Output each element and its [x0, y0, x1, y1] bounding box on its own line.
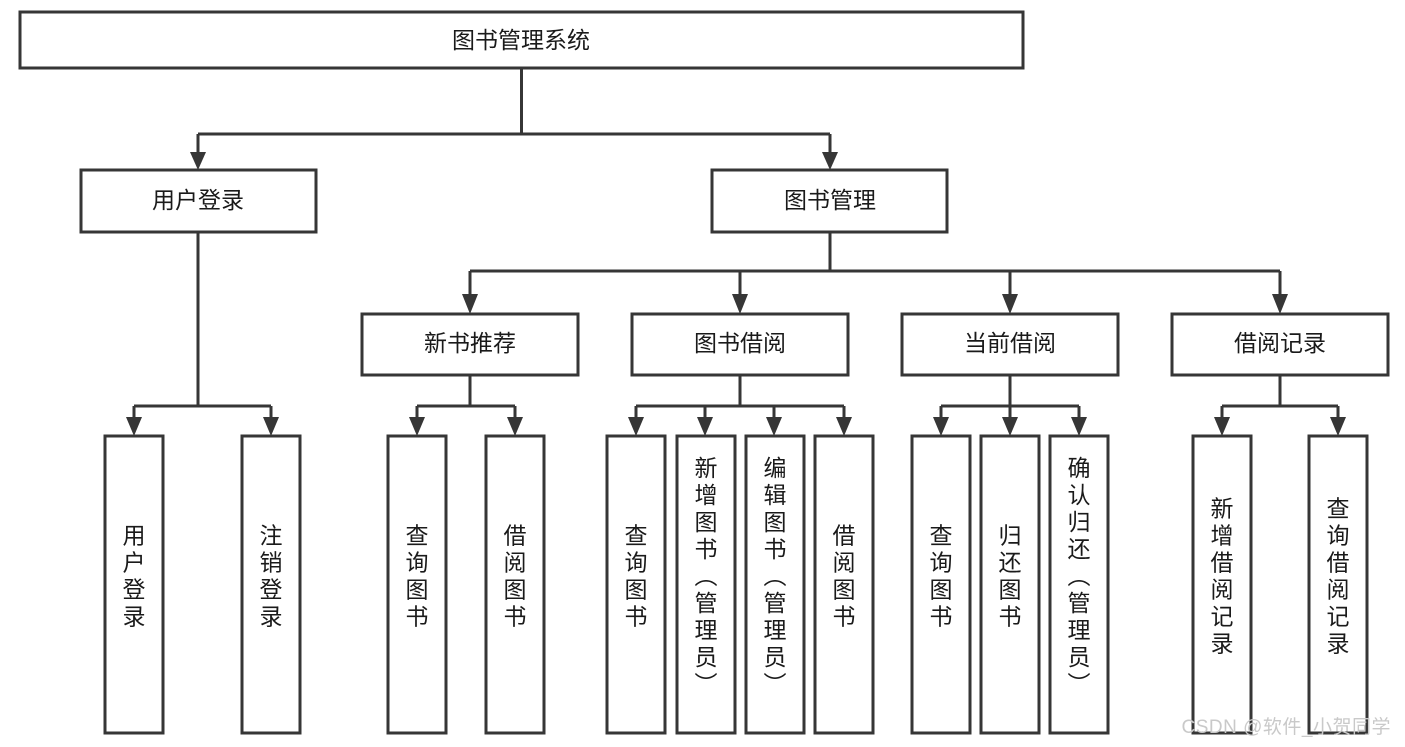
node-user-login[interactable]: 用户登录 — [79, 168, 318, 234]
node-leaf-edit-book[interactable]: 编辑图书︵管理员︶ — [744, 434, 806, 735]
arrow-head-user-login — [190, 152, 206, 170]
node-book-mgmt-label: 图书管理 — [784, 187, 876, 213]
node-leaf-logout[interactable]: 注销登录 — [240, 434, 302, 735]
node-leaf-borrow-book-1-box[interactable] — [484, 434, 546, 735]
node-leaf-confirm-return-label: 确认归还︵管理员︶ — [1068, 455, 1091, 697]
arrow-head-book-borrow — [732, 294, 748, 314]
arrow-head-borrow-record — [1272, 294, 1288, 314]
node-leaf-borrow-book-1-label: 借阅图书 — [504, 523, 527, 630]
node-leaf-query-book-2-label: 查询图书 — [625, 523, 648, 630]
node-leaf-add-book-box[interactable] — [675, 434, 737, 735]
arrow-head-leaf-edit-book — [766, 417, 782, 436]
node-leaf-edit-book-box[interactable] — [744, 434, 806, 735]
node-leaf-borrow-book-1[interactable]: 借阅图书 — [484, 434, 546, 735]
arrow-head-leaf-query-book-2 — [628, 417, 644, 436]
node-borrow-record-box[interactable] — [1170, 312, 1390, 377]
arrow-head-book-mgmt — [822, 152, 838, 170]
arrow-head-leaf-logout — [263, 417, 279, 436]
node-leaf-user-login[interactable]: 用户登录 — [103, 434, 165, 735]
node-leaf-borrow-book-2-label: 借阅图书 — [833, 523, 856, 630]
arrow-head-leaf-confirm-return — [1071, 417, 1087, 436]
node-borrow-record[interactable]: 借阅记录 — [1170, 312, 1390, 377]
arrow-head-leaf-query-record — [1330, 417, 1346, 436]
node-leaf-query-record[interactable]: 查询借阅记录 — [1307, 434, 1369, 735]
node-book-mgmt[interactable]: 图书管理 — [710, 168, 949, 234]
node-leaf-query-book-3-label: 查询图书 — [930, 523, 953, 630]
node-book-borrow-box[interactable] — [630, 312, 850, 377]
node-leaf-add-book[interactable]: 新增图书︵管理员︶ — [675, 434, 737, 735]
arrow-head-new-book-rec — [462, 294, 478, 314]
node-leaf-query-record-label: 查询借阅记录 — [1327, 496, 1350, 657]
node-leaf-add-record-box[interactable] — [1191, 434, 1253, 735]
arrow-head-leaf-query-book-1 — [409, 417, 425, 436]
node-user-login-label: 用户登录 — [152, 187, 244, 213]
node-leaf-logout-box[interactable] — [240, 434, 302, 735]
node-user-login-box[interactable] — [79, 168, 318, 234]
node-current-borrow-label: 当前借阅 — [964, 330, 1056, 356]
node-book-borrow[interactable]: 图书借阅 — [630, 312, 850, 377]
node-leaf-query-book-1[interactable]: 查询图书 — [386, 434, 448, 735]
arrow-head-leaf-user-login — [126, 417, 142, 436]
connectors — [126, 68, 1346, 436]
arrow-head-leaf-return-book — [1002, 417, 1018, 436]
arrow-head-leaf-add-record — [1214, 417, 1230, 436]
node-book-mgmt-box[interactable] — [710, 168, 949, 234]
arrow-head-leaf-add-book — [697, 417, 713, 436]
arrow-head-leaf-query-book-3 — [933, 417, 949, 436]
node-leaf-confirm-return[interactable]: 确认归还︵管理员︶ — [1048, 434, 1110, 735]
node-leaf-add-book-label: 新增图书︵管理员︶ — [695, 455, 718, 697]
node-leaf-add-record[interactable]: 新增借阅记录 — [1191, 434, 1253, 735]
node-leaf-edit-book-label: 编辑图书︵管理员︶ — [764, 455, 787, 697]
node-new-book-rec-box[interactable] — [360, 312, 580, 377]
node-leaf-borrow-book-2-box[interactable] — [813, 434, 875, 735]
node-leaf-user-login-label: 用户登录 — [123, 523, 146, 630]
arrow-head-current-borrow — [1002, 294, 1018, 314]
node-current-borrow[interactable]: 当前借阅 — [900, 312, 1120, 377]
node-leaf-query-record-box[interactable] — [1307, 434, 1369, 735]
node-current-borrow-box[interactable] — [900, 312, 1120, 377]
node-leaf-return-book[interactable]: 归还图书 — [979, 434, 1041, 735]
node-leaf-logout-label: 注销登录 — [260, 523, 283, 630]
arrow-head-leaf-borrow-book-2 — [836, 417, 852, 436]
node-leaf-query-book-2-box[interactable] — [605, 434, 667, 735]
arrow-head-leaf-borrow-book-1 — [507, 417, 523, 436]
node-leaf-add-record-label: 新增借阅记录 — [1211, 496, 1234, 657]
node-book-borrow-label: 图书借阅 — [694, 330, 786, 356]
node-root[interactable]: 图书管理系统 — [18, 10, 1025, 70]
node-leaf-return-book-box[interactable] — [979, 434, 1041, 735]
node-leaf-query-book-1-label: 查询图书 — [406, 523, 429, 630]
node-leaf-confirm-return-box[interactable] — [1048, 434, 1110, 735]
node-leaf-query-book-2[interactable]: 查询图书 — [605, 434, 667, 735]
node-leaf-user-login-box[interactable] — [103, 434, 165, 735]
node-new-book-rec-label: 新书推荐 — [424, 330, 516, 356]
node-root-label: 图书管理系统 — [452, 27, 590, 53]
node-leaf-query-book-3-box[interactable] — [910, 434, 972, 735]
node-leaf-return-book-label: 归还图书 — [999, 523, 1022, 630]
node-new-book-rec[interactable]: 新书推荐 — [360, 312, 580, 377]
node-borrow-record-label: 借阅记录 — [1234, 330, 1326, 356]
node-root-box[interactable] — [18, 10, 1025, 70]
node-leaf-borrow-book-2[interactable]: 借阅图书 — [813, 434, 875, 735]
node-leaf-query-book-3[interactable]: 查询图书 — [910, 434, 972, 735]
node-leaf-query-book-1-box[interactable] — [386, 434, 448, 735]
